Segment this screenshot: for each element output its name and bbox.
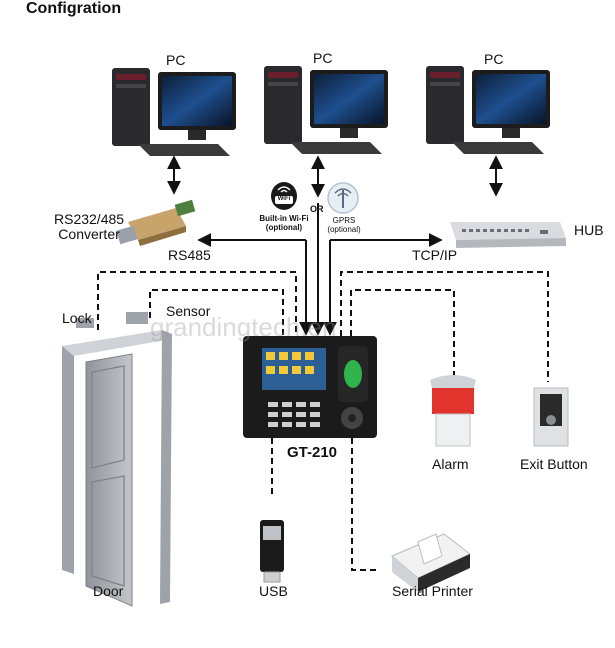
exit-button-label: Exit Button xyxy=(520,456,588,472)
hub-image xyxy=(450,222,566,248)
gprs-caption: GPRS (optional) xyxy=(323,216,365,234)
sensor-label: Sensor xyxy=(166,303,211,319)
wifi-caption-line1: Built-in Wi-Fi xyxy=(259,214,309,223)
door-label: Door xyxy=(93,583,124,599)
usb-label: USB xyxy=(259,583,288,599)
pc-label-3: PC xyxy=(484,51,504,67)
wifi-badge-text: WiFi xyxy=(277,196,291,202)
converter-label-line1: RS232/485 xyxy=(54,211,125,227)
usb-image xyxy=(260,520,284,583)
alarm-image xyxy=(430,375,476,447)
wifi-caption: Built-in Wi-Fi (optional) xyxy=(252,214,316,232)
gprs-icon xyxy=(327,182,359,214)
hub-label: HUB xyxy=(574,222,604,238)
serial-printer-label: Serial Printer xyxy=(392,583,473,599)
pc-label-1: PC xyxy=(166,52,186,68)
network-connections xyxy=(197,203,443,336)
wifi-icon xyxy=(271,182,297,210)
pc-label-2: PC xyxy=(313,50,333,66)
serial-printer-image xyxy=(391,533,471,592)
exit-button-image xyxy=(533,387,569,447)
or-text: OR xyxy=(310,204,324,214)
pc-computer-1 xyxy=(112,68,236,156)
peripheral-wiring xyxy=(97,271,549,571)
alarm-label: Alarm xyxy=(432,456,469,472)
pc-computer-2 xyxy=(264,66,388,154)
gprs-caption-line2: (optional) xyxy=(327,225,361,234)
door-image xyxy=(62,312,172,607)
converter-label: RS232/485 Converter xyxy=(54,212,124,242)
watermark: grandingtech.en xyxy=(150,312,337,342)
rs232-485-converter-image xyxy=(116,199,196,246)
tcpip-label: TCP/IP xyxy=(412,247,458,263)
rs485-label: RS485 xyxy=(168,247,211,263)
pc-computer-3 xyxy=(426,66,550,154)
gt-210-device-image xyxy=(243,336,377,438)
wifi-caption-line2: (optional) xyxy=(265,223,303,232)
gprs-caption-line1: GPRS xyxy=(332,216,356,225)
lock-label: Lock xyxy=(62,310,92,326)
diagram-title: Configration xyxy=(26,0,122,17)
converter-label-line2: Converter xyxy=(58,226,120,242)
device-model-label: GT-210 xyxy=(287,444,338,461)
